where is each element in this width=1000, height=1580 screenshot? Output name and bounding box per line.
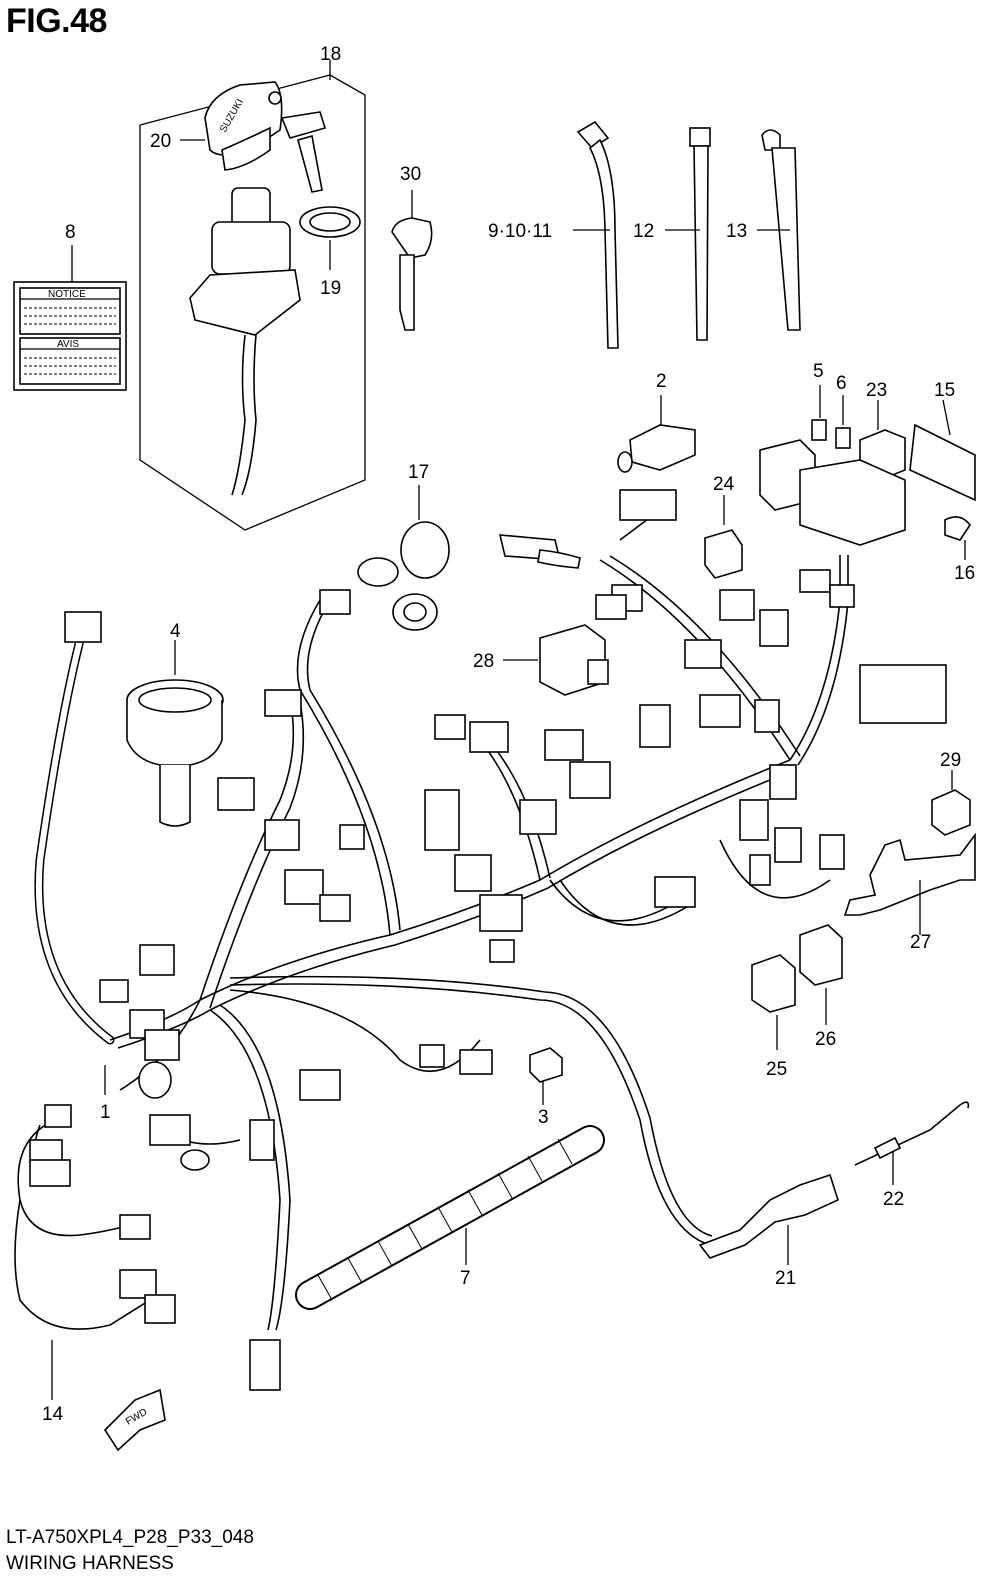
callout-27: 27 — [910, 932, 931, 953]
model-code: LT-A750XPL4_P28_P33_048 — [6, 1527, 254, 1548]
callout-1: 1 — [100, 1102, 111, 1123]
callout-5: 5 — [813, 361, 824, 382]
callout-22: 22 — [883, 1189, 904, 1210]
callout-23: 23 — [866, 380, 887, 401]
callout-14: 14 — [42, 1404, 64, 1425]
callout-12: 12 — [633, 221, 654, 242]
callout-18: 18 — [320, 44, 341, 65]
small-parts — [529, 770, 976, 1265]
fuse-box-group — [617, 385, 976, 579]
callout-29: 29 — [940, 750, 961, 771]
sub-wiring-harness: FWD — [14, 1104, 176, 1452]
callout-7: 7 — [460, 1268, 471, 1289]
callout-8: 8 — [65, 222, 76, 243]
callout-30: 30 — [400, 164, 421, 185]
rubber-boot — [126, 640, 224, 827]
callout-2: 2 — [656, 371, 667, 392]
ignition-switch-set-group: SUZUKI — [139, 60, 366, 531]
callout-15: 15 — [934, 380, 955, 401]
callout-21: 21 — [775, 1268, 796, 1289]
callout-17: 17 — [408, 462, 429, 483]
callout-19: 19 — [320, 278, 341, 299]
callout-24: 24 — [713, 474, 735, 495]
callout-16: 16 — [954, 563, 975, 584]
avis-label: AVIS — [57, 339, 79, 350]
caution-label — [13, 245, 127, 391]
callout-3: 3 — [538, 1107, 549, 1128]
callout-13: 13 — [726, 221, 747, 242]
cable-ties — [573, 120, 801, 349]
corrugated-tube — [295, 1125, 605, 1310]
callout-20: 20 — [150, 131, 171, 152]
figure-title: FIG.48 — [6, 2, 107, 40]
accessory-socket — [357, 485, 450, 631]
figure-name: WIRING HARNESS — [6, 1553, 174, 1574]
callout-9-10-11: 9·10·11 — [488, 221, 552, 242]
relay — [503, 624, 609, 696]
callout-4: 4 — [170, 621, 181, 642]
callout-26: 26 — [815, 1029, 836, 1050]
callout-6: 6 — [836, 373, 847, 394]
main-wiring-harness — [34, 489, 947, 1391]
callout-28: 28 — [473, 651, 494, 672]
notice-label: NOTICE — [48, 289, 86, 300]
key-blank — [391, 190, 433, 331]
callout-numbers: 18 20 30 8 9·10·11 12 13 19 2 5 6 23 15 … — [42, 44, 975, 1425]
callout-25: 25 — [766, 1059, 787, 1080]
